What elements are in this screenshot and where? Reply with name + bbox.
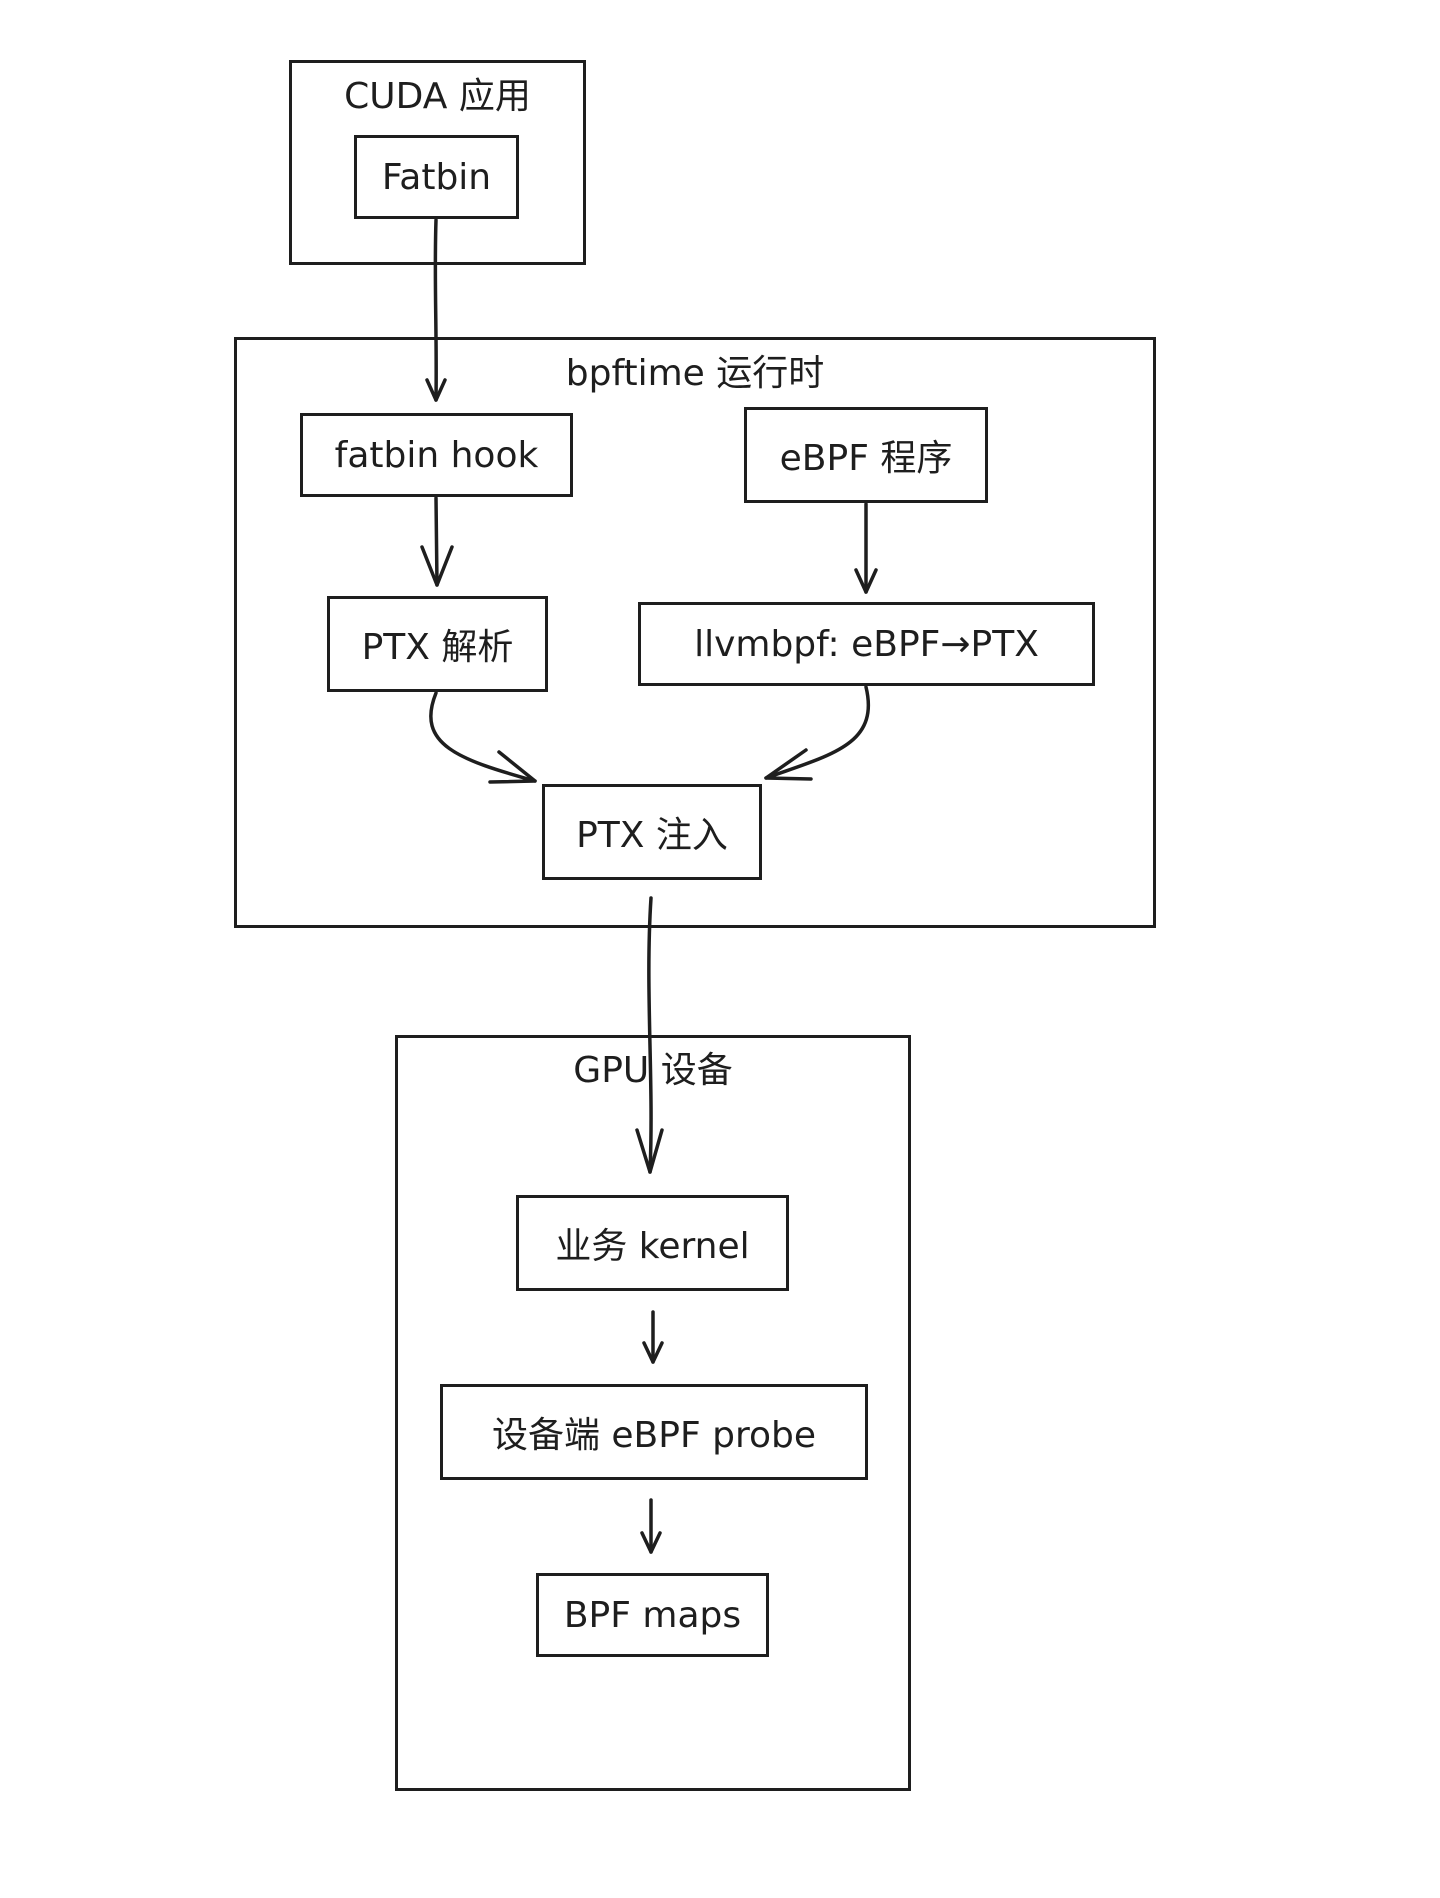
- node-business-kernel: 业务 kernel: [516, 1195, 789, 1291]
- group-gpu-device-title: GPU 设备: [573, 1050, 733, 1091]
- group-gpu-device: GPU 设备: [395, 1035, 911, 1791]
- node-llvmbpf: llvmbpf: eBPF→PTX: [638, 602, 1095, 686]
- group-bpftime-runtime: bpftime 运行时: [234, 337, 1156, 928]
- node-ptx-parse: PTX 解析: [327, 596, 548, 692]
- node-bpf-maps: BPF maps: [536, 1573, 769, 1657]
- node-ebpf-program: eBPF 程序: [744, 407, 988, 503]
- group-cuda-app-title: CUDA 应用: [344, 76, 531, 117]
- node-device-ebpf-probe: 设备端 eBPF probe: [440, 1384, 868, 1480]
- group-bpftime-runtime-title: bpftime 运行时: [565, 353, 825, 394]
- node-ptx-inject: PTX 注入: [542, 784, 762, 880]
- node-fatbin-hook: fatbin hook: [300, 413, 573, 497]
- node-fatbin: Fatbin: [354, 135, 519, 219]
